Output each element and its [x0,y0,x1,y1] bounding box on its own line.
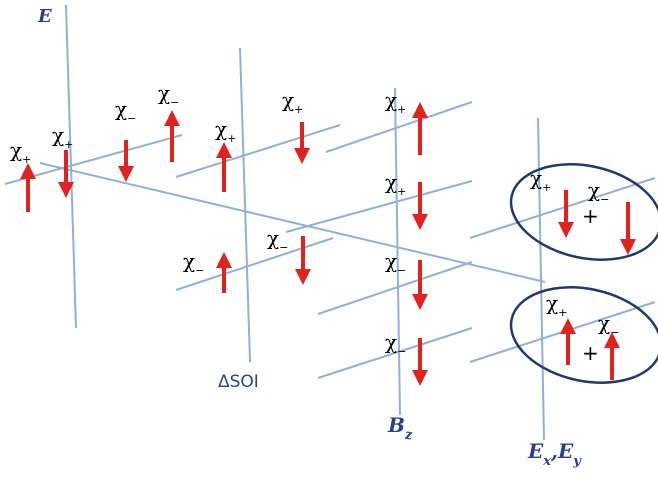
level-line-left [4,134,183,185]
main-diagonal-line [39,162,546,283]
axis-label-exy: Ex,Ey [527,439,582,469]
state-labels: χ+ χ+ χ− χ− χ+ χ+ χ− χ− χ+ χ+ χ− χ− χ+ χ… [10,81,619,358]
exy-axis-line [537,117,545,441]
state-label-3: χ− [115,97,136,125]
state-label-9: χ+ [385,88,406,116]
state-label-6: χ+ [282,88,303,116]
state-label-12: χ− [385,330,406,358]
axis-label-e: E [37,6,52,27]
level-line-dsoi-bottom [175,237,334,291]
axis-label-bz: Bz [387,413,413,443]
level-line-exy-top [469,177,656,239]
level-line-bz-3 [317,261,473,315]
state-label-16: χ− [598,311,619,339]
plus-sign-bottom: + [582,341,599,365]
bz-axis-line [394,87,401,416]
state-label-11: χ− [385,249,406,277]
state-label-15: χ+ [546,291,567,319]
level-line-bz-upper [285,180,473,233]
level-line-bz-1 [325,101,473,153]
state-label-1: χ+ [10,138,31,166]
plus-sign-top: + [582,204,599,228]
level-line-bz-4 [317,327,473,379]
level-line-dsoi-top [175,124,341,178]
state-label-4: χ− [158,81,179,109]
state-label-10: χ+ [385,170,406,198]
state-label-8: χ− [267,226,288,254]
state-label-13: χ+ [530,166,551,194]
vertical-axes [65,4,545,441]
level-lines [4,101,656,379]
ellipse-top [509,163,658,261]
axis-label-dsoi: ΔSOI [218,372,259,392]
combination-ellipses [509,163,658,384]
spin-arrows [20,102,636,386]
state-label-2: χ+ [52,123,73,151]
ellipse-bottom [509,286,658,384]
dsoi-axis-line [239,47,251,363]
state-label-7: χ− [183,249,204,277]
state-label-5: χ+ [215,117,236,145]
state-label-14: χ− [588,178,609,206]
